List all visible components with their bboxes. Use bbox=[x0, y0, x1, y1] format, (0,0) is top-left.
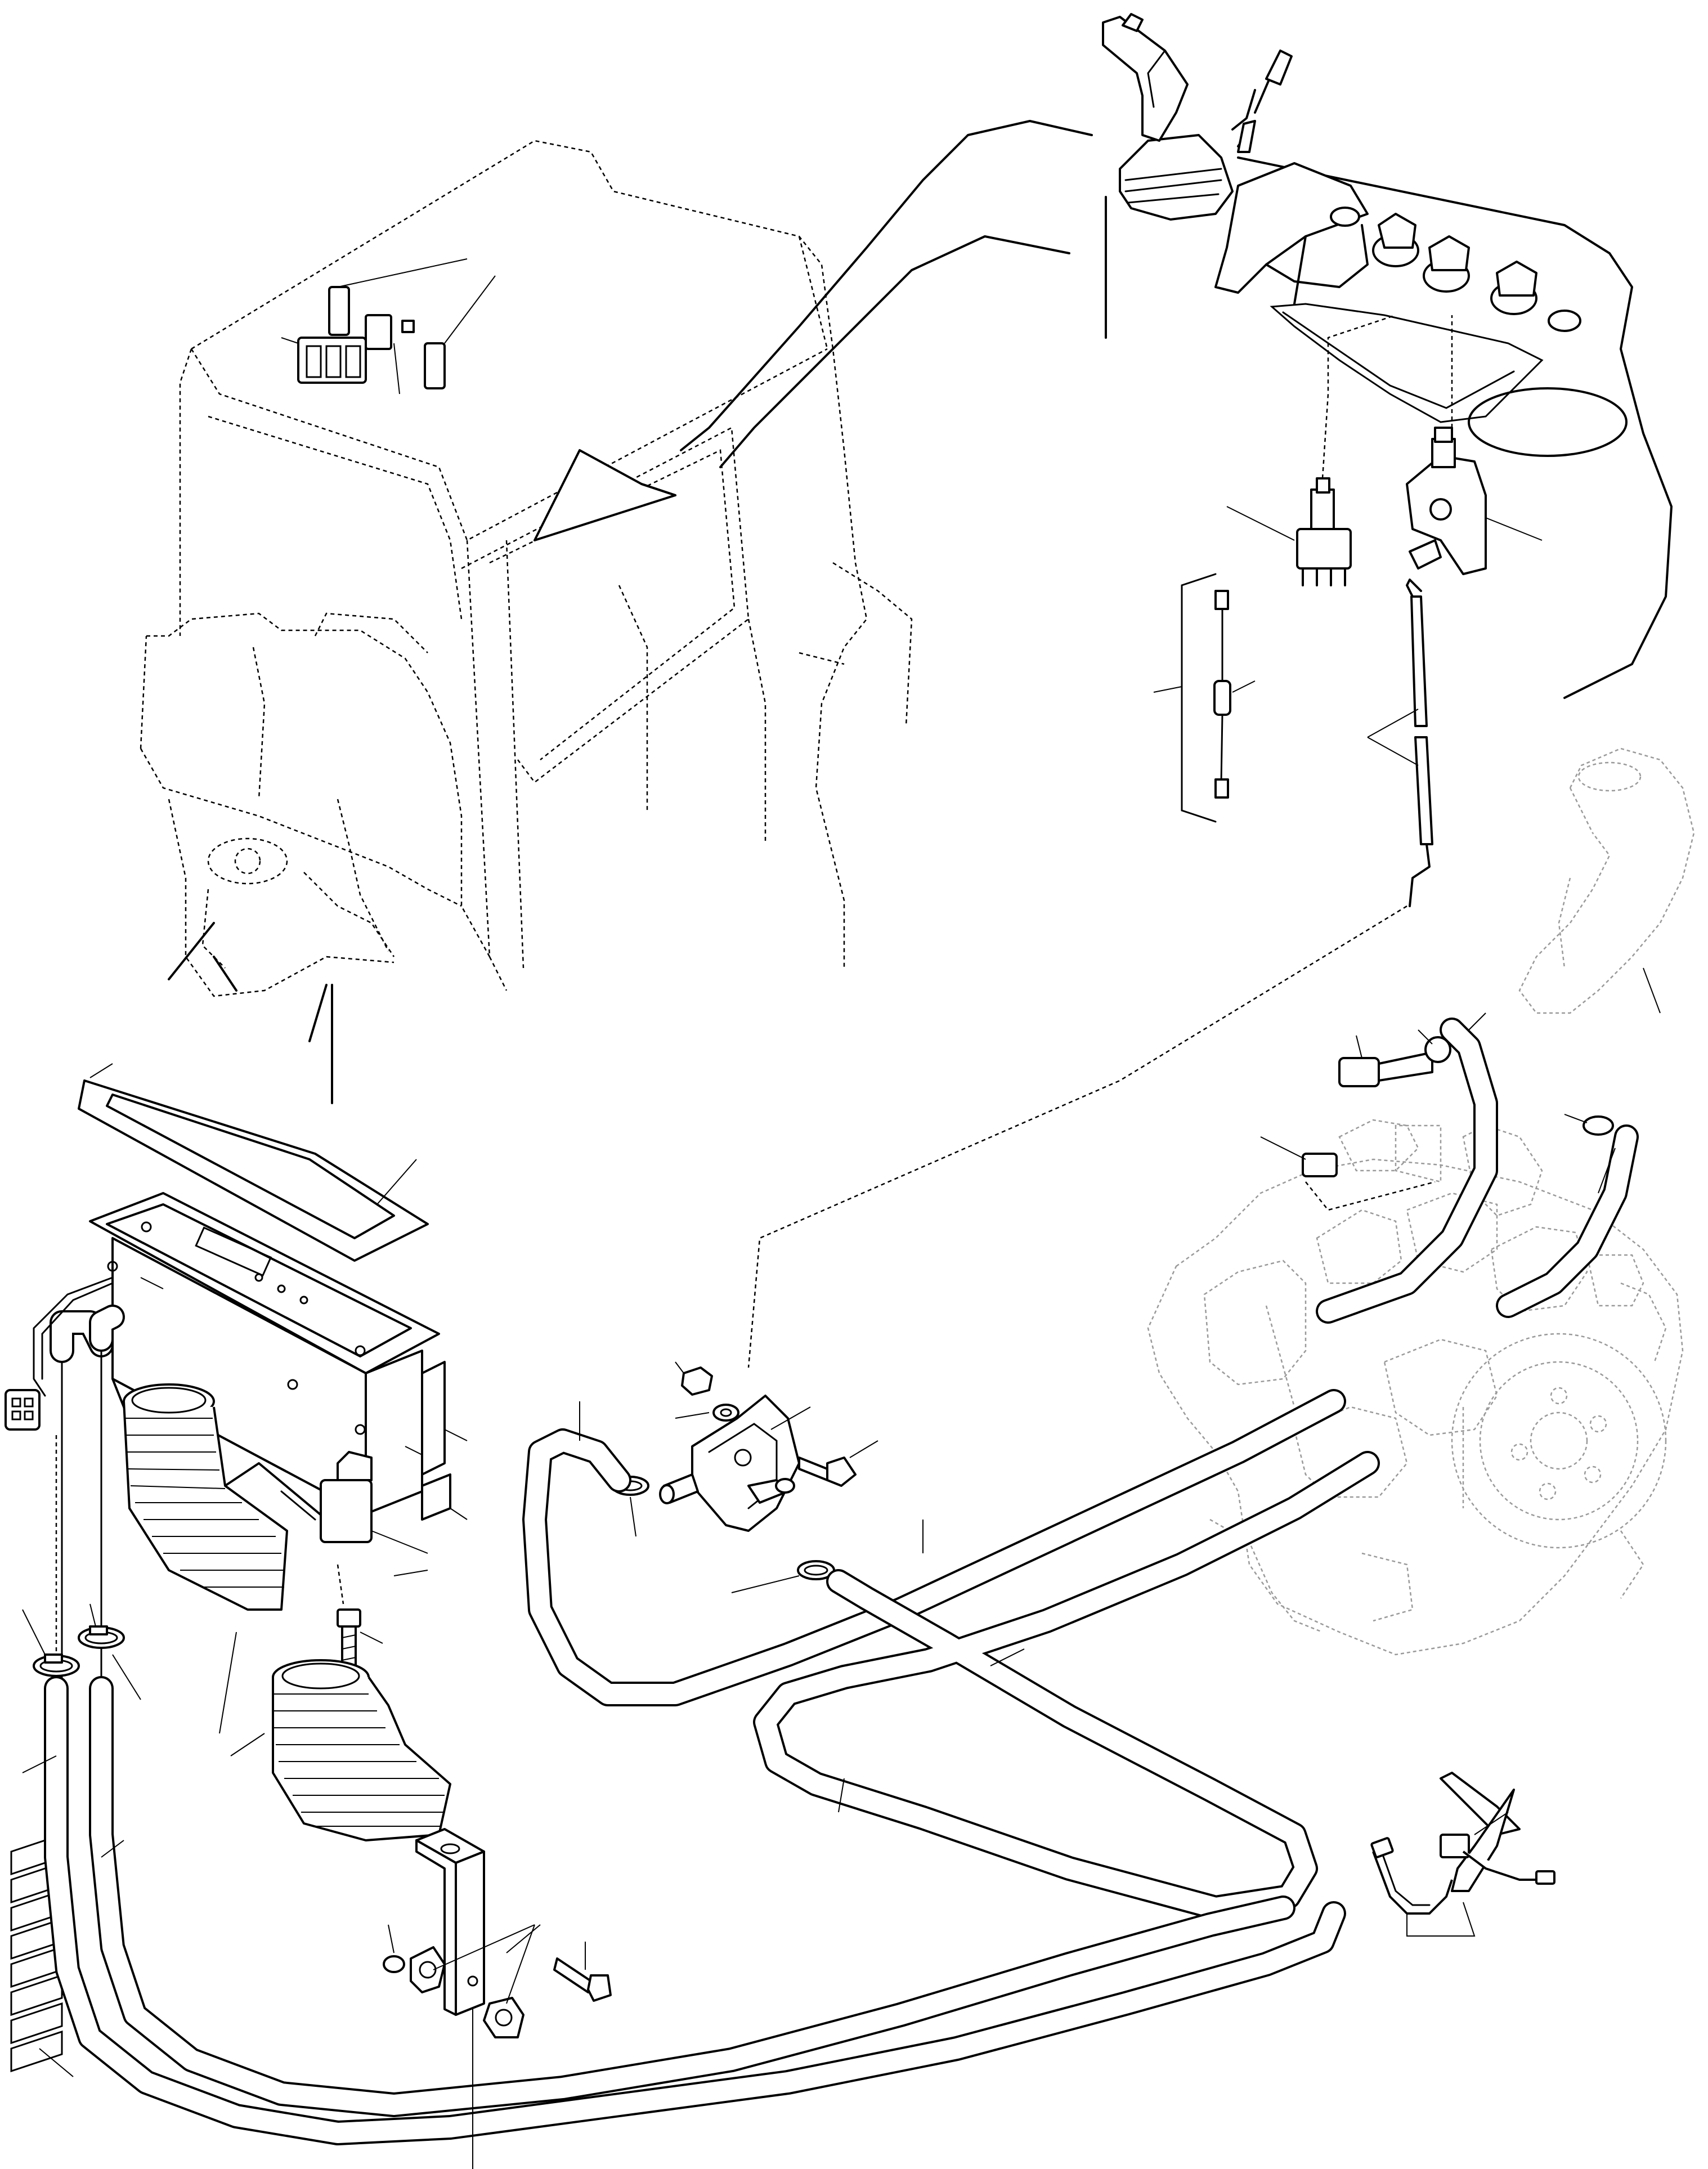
heater-connector[interactable] bbox=[5, 1276, 114, 1431]
control-lever[interactable] bbox=[1406, 315, 1543, 575]
right-engine-hose[interactable] bbox=[1496, 1124, 1639, 1318]
bracket-bolt[interactable] bbox=[553, 1942, 612, 2002]
rotary-switch[interactable] bbox=[1226, 314, 1396, 586]
water-valve[interactable] bbox=[659, 1395, 811, 1532]
cab-roof-parts[interactable] bbox=[281, 258, 496, 395]
lower-air-duct[interactable] bbox=[230, 1659, 451, 1841]
return-hose-right[interactable] bbox=[89, 1676, 1295, 2117]
engine-fittings[interactable] bbox=[1260, 1029, 1614, 1211]
long-hose-loop[interactable] bbox=[753, 1451, 1380, 1920]
intake-duct bbox=[1518, 747, 1695, 1014]
valve-inlet-hose[interactable] bbox=[522, 1389, 1346, 1706]
control-cable[interactable] bbox=[747, 579, 1433, 1368]
hose-clamp-bracket[interactable] bbox=[415, 1828, 541, 2169]
return-hose-left[interactable] bbox=[22, 1676, 1346, 2145]
bracket-clips[interactable] bbox=[383, 1924, 535, 2038]
valve-bolt[interactable] bbox=[798, 1440, 878, 1487]
joystick[interactable] bbox=[1102, 13, 1293, 221]
engine bbox=[1147, 1119, 1684, 1656]
left-hose-clamps[interactable] bbox=[22, 1396, 141, 1700]
upper-engine-hose[interactable] bbox=[1316, 1012, 1498, 1324]
heater-side-plates[interactable] bbox=[421, 1361, 468, 1521]
cab-direction-arrow bbox=[534, 120, 1093, 541]
valve-nut-washer[interactable] bbox=[675, 1361, 739, 1422]
heater-pipes[interactable] bbox=[50, 1305, 125, 1690]
heater-filter-frame[interactable] bbox=[78, 1063, 429, 1262]
cab-group[interactable] bbox=[140, 140, 913, 1104]
cable-tie[interactable] bbox=[1370, 1772, 1555, 1937]
control-console[interactable] bbox=[1105, 156, 1673, 699]
upper-air-duct[interactable] bbox=[123, 1383, 288, 1734]
heater-motor[interactable] bbox=[320, 1451, 428, 1605]
wire-harness[interactable] bbox=[1153, 573, 1256, 823]
